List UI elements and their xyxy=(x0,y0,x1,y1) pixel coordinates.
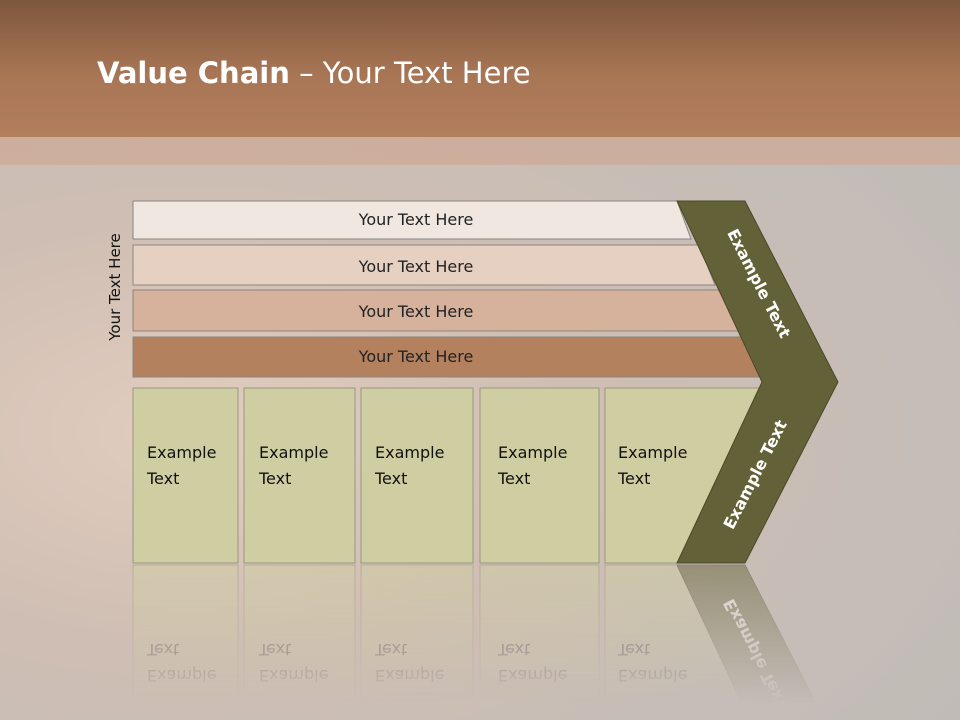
cell-2-label: Example Text xyxy=(258,443,334,488)
reflection-cell-2-word-1: Example xyxy=(259,666,328,685)
row-1-label: Your Text Here xyxy=(358,210,474,229)
cell-4-word-2: Text xyxy=(497,469,530,488)
reflection-cell-4-word-1: Example xyxy=(498,666,567,685)
reflection-cell-2-label: Example Text xyxy=(258,640,328,685)
row-1-shape xyxy=(132,200,692,240)
cell-1-label: Example Text xyxy=(146,443,222,488)
cell-5-word-2: Text xyxy=(617,469,650,488)
cell-1-word-2: Text xyxy=(146,469,179,488)
row-3-label: Your Text Here xyxy=(358,302,474,321)
row-2-shape xyxy=(132,244,716,286)
cell-5-word-1: Example xyxy=(618,443,687,462)
reflection-cell-4 xyxy=(479,564,600,720)
cell-3-label: Example Text xyxy=(374,443,450,488)
reflection-cell-1-label: Example Text xyxy=(146,640,216,685)
cell-2-shape xyxy=(243,387,356,564)
cell-4-label: Example Text xyxy=(497,443,573,488)
cell-3-shape xyxy=(360,387,474,564)
title-bar xyxy=(0,0,960,137)
reflection-cell-3-word-1: Example xyxy=(375,666,444,685)
cell-1-shape xyxy=(132,387,239,564)
slide-title: Value Chain – Your Text Here xyxy=(97,56,531,90)
cell-1-word-1: Example xyxy=(147,443,216,462)
reflection-cell-5-word-2: Text xyxy=(617,640,650,659)
cell-4-shape xyxy=(479,387,600,564)
reflection-cell-5-label: Example Text xyxy=(617,640,687,685)
reflection-cell-2-word-2: Text xyxy=(258,640,291,659)
chevron-shape xyxy=(676,200,839,564)
cell-4-word-1: Example xyxy=(498,443,567,462)
cell-2-word-1: Example xyxy=(259,443,328,462)
reflection-cell-1 xyxy=(132,564,239,720)
reflection-cell-4-word-2: Text xyxy=(497,640,530,659)
row-2-label: Your Text Here xyxy=(358,257,474,276)
cell-group: Example Text Example Text Example Text E… xyxy=(132,387,763,564)
reflection-cell-5-word-1: Example xyxy=(618,666,687,685)
reflection-cell-3-label: Example Text xyxy=(374,640,444,685)
reflection-cell-2 xyxy=(243,564,356,720)
reflection-cell-3 xyxy=(360,564,474,720)
reflection-cell-3-word-2: Text xyxy=(374,640,407,659)
cell-5-label: Example Text xyxy=(617,443,693,488)
reflection-cell-1-word-2: Text xyxy=(146,640,179,659)
title-bold: Value Chain xyxy=(97,56,290,90)
cell-3-word-2: Text xyxy=(374,469,407,488)
cell-3-word-1: Example xyxy=(375,443,444,462)
row-group: Your Text Here Your Text Here Your Text … xyxy=(132,200,764,378)
title-band xyxy=(0,137,960,165)
title-rest: – Your Text Here xyxy=(289,56,531,90)
cell-2-word-2: Text xyxy=(258,469,291,488)
reflection: Example Text Example Text Example Text Exam… xyxy=(132,564,826,720)
reflection-chevron xyxy=(676,564,826,720)
reflection-cell-1-word-1: Example xyxy=(147,666,216,685)
row-4-label: Your Text Here xyxy=(358,347,474,366)
reflection-cell-4-label: Example Text xyxy=(497,640,567,685)
